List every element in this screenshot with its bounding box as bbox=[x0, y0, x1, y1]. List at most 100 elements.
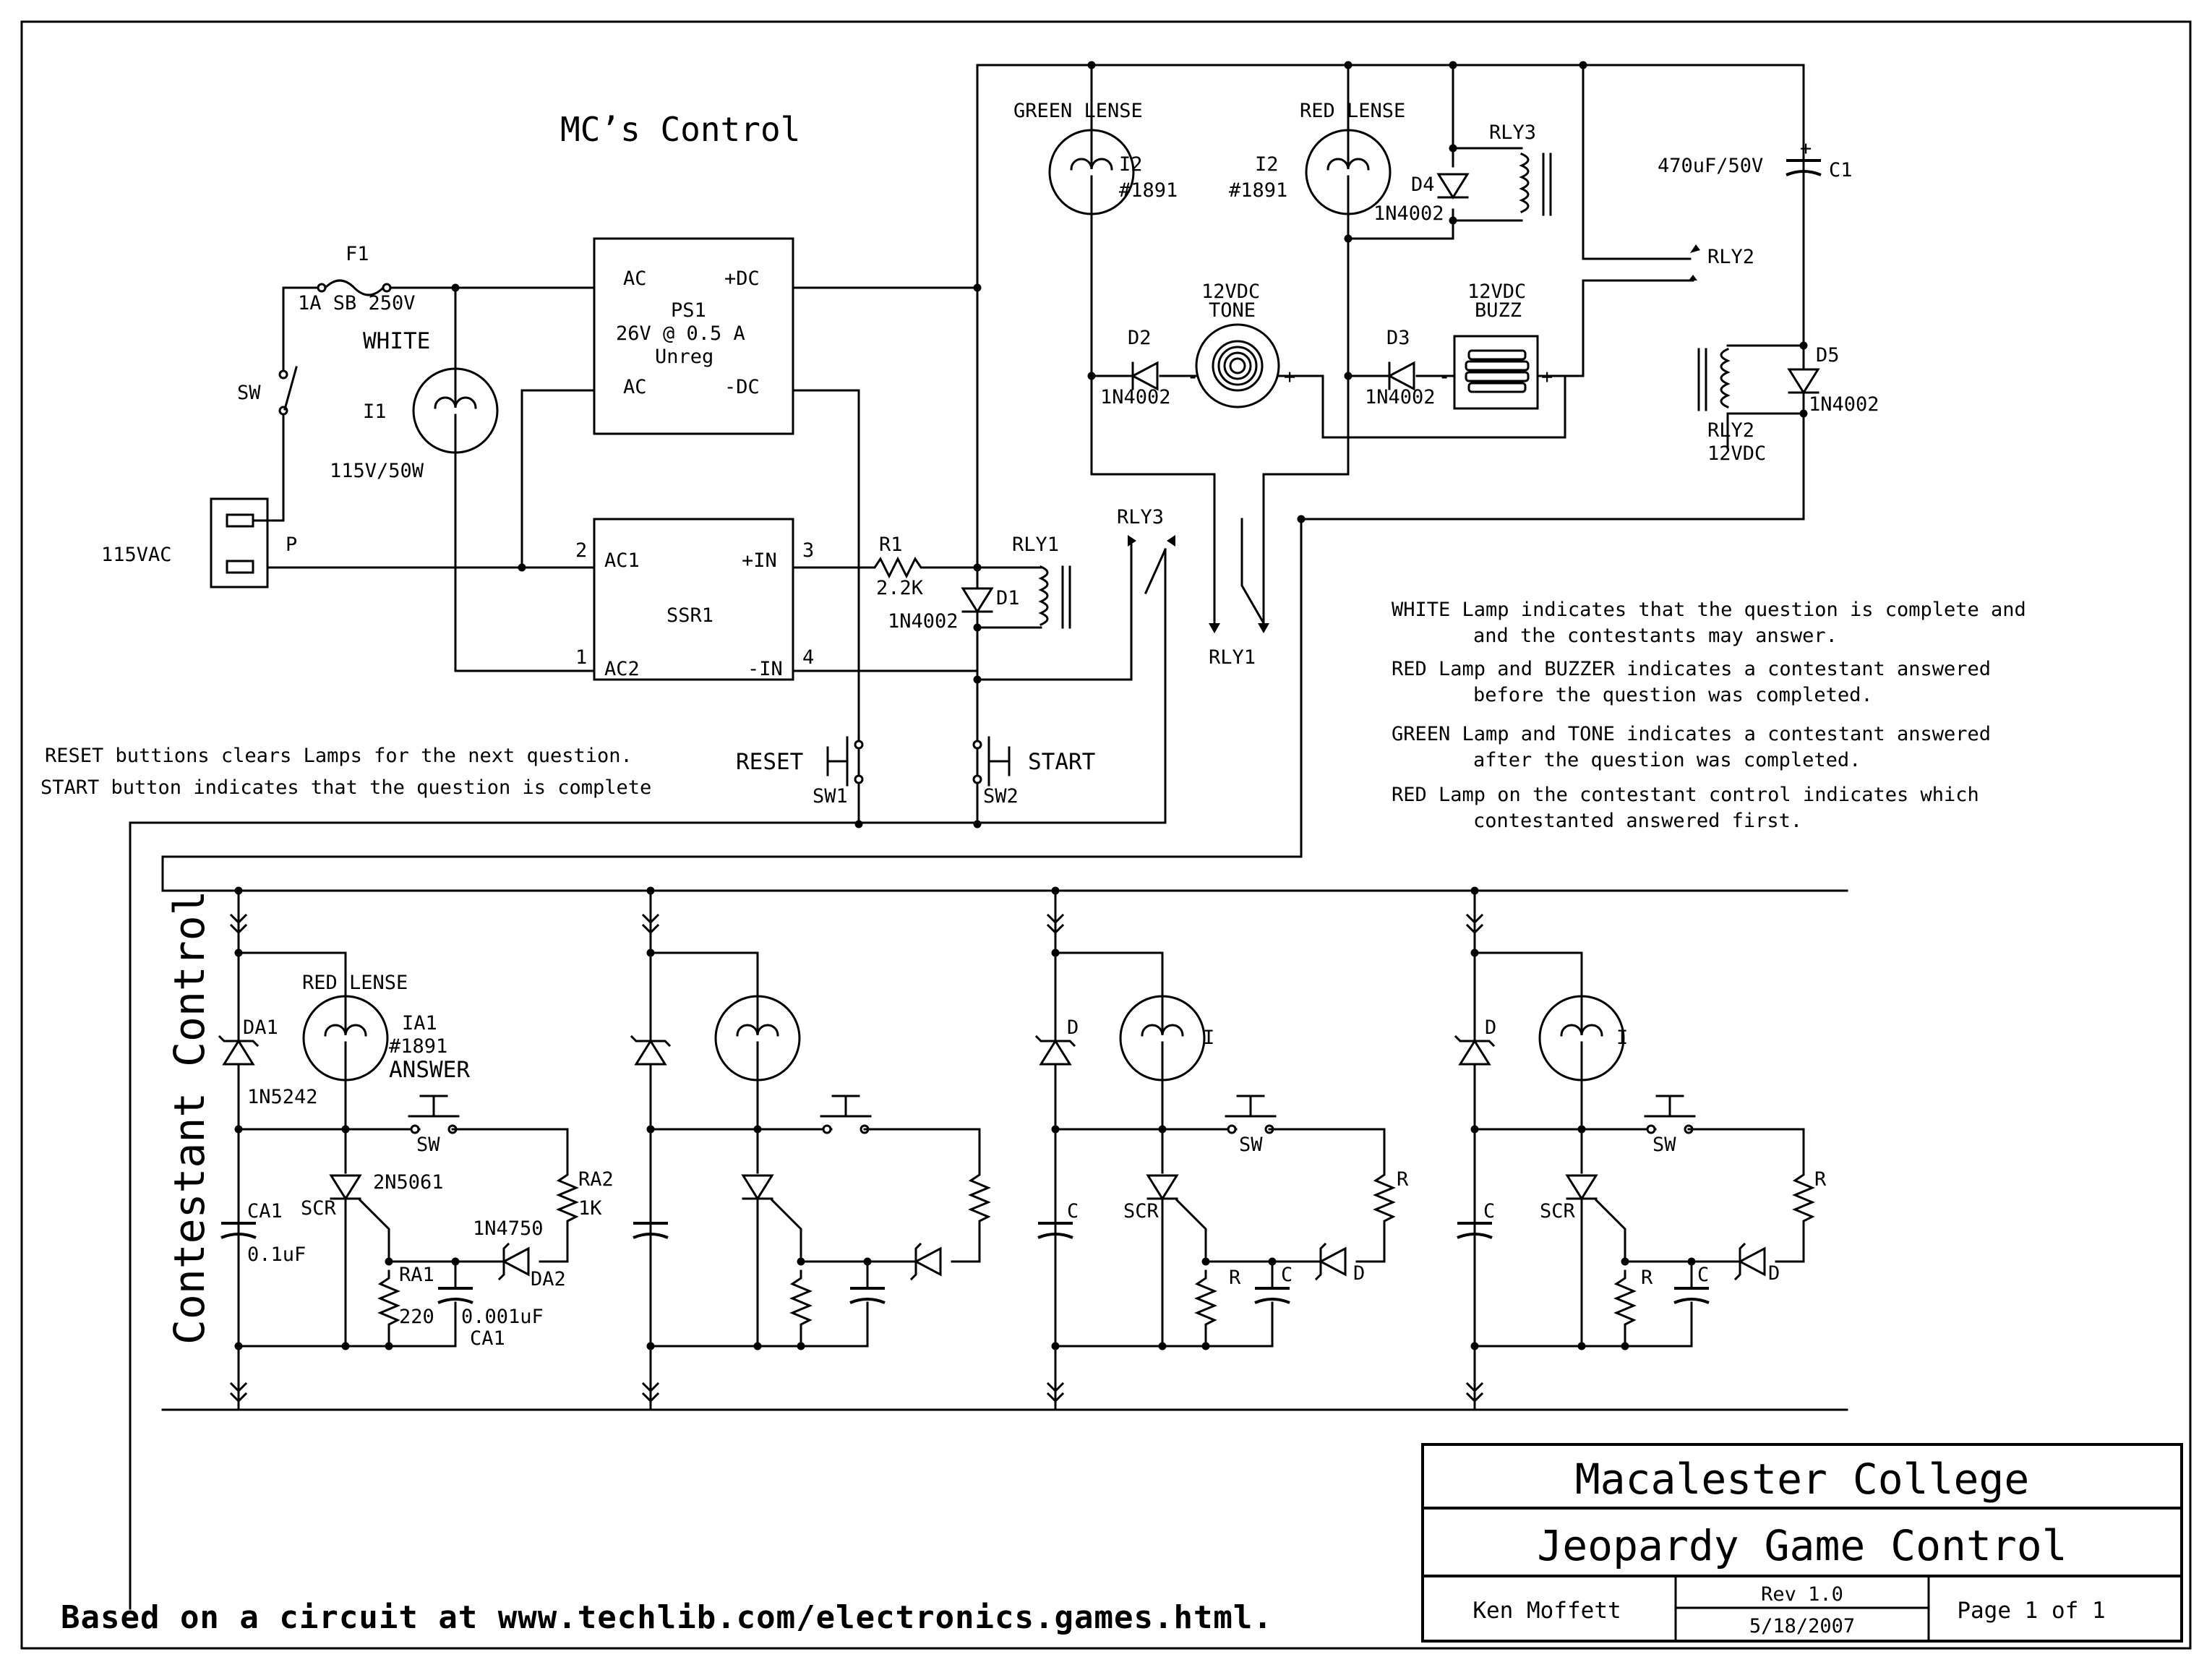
tone-icon bbox=[1195, 323, 1280, 408]
contestant-3-i: I bbox=[1203, 1027, 1214, 1049]
rly2-contact-label: RLY2 bbox=[1707, 246, 1754, 268]
note-2-line2: before the question was completed. bbox=[1473, 684, 1873, 706]
c1-ref: C1 bbox=[1829, 159, 1853, 181]
contestant-1-answer-button[interactable] bbox=[408, 1095, 460, 1134]
contestant-1-ra1-ref: RA1 bbox=[399, 1264, 434, 1286]
red-lamp-label: RED LENSE bbox=[1300, 100, 1405, 122]
contestant-3-c: C bbox=[1067, 1200, 1079, 1222]
red-lamp-part: #1891 bbox=[1229, 179, 1287, 202]
contestant-1-sw: SW bbox=[416, 1134, 440, 1156]
contestant-3-sw: SW bbox=[1239, 1134, 1263, 1156]
buzz-line2: BUZZ bbox=[1475, 299, 1522, 322]
note-3-line1: GREEN Lamp and TONE indicates a contesta… bbox=[1392, 723, 1991, 745]
contestant-unit-1 bbox=[218, 886, 578, 1411]
title-page: Page 1 of 1 bbox=[1957, 1598, 2105, 1624]
d3-part: 1N4002 bbox=[1365, 386, 1436, 408]
contestant-4-i: I bbox=[1616, 1027, 1628, 1049]
power-supply-box bbox=[593, 237, 794, 435]
title-date: 5/18/2007 bbox=[1749, 1615, 1855, 1637]
white-lamp-rating: 115V/50W bbox=[330, 460, 424, 482]
ssr-pin4: 4 bbox=[802, 646, 814, 669]
note-3-line2: after the question was completed. bbox=[1473, 749, 1861, 771]
footer-credit: Based on a circuit at www.techlib.com/el… bbox=[61, 1599, 1273, 1636]
green-lamp-label: GREEN LENSE bbox=[1013, 100, 1143, 122]
contestant-1-zener-ref: DA1 bbox=[243, 1016, 278, 1039]
red-lamp-icon bbox=[1305, 129, 1392, 215]
ac-plug bbox=[210, 497, 285, 588]
tone-line2: TONE bbox=[1209, 299, 1256, 322]
ssr-box bbox=[593, 518, 794, 681]
contestant-4-c: C bbox=[1483, 1200, 1495, 1222]
contestant-4-d: D bbox=[1485, 1016, 1496, 1039]
d3-diode-icon bbox=[1388, 361, 1415, 390]
contestant-1-lense: RED LENSE bbox=[302, 972, 408, 994]
contestant-4-sw: SW bbox=[1652, 1134, 1676, 1156]
contestant-1-zener2-ref: DA2 bbox=[531, 1268, 566, 1290]
d2-part: 1N4002 bbox=[1100, 386, 1171, 408]
contestant-4-r2: R bbox=[1814, 1168, 1827, 1191]
ps-ac1: AC bbox=[623, 267, 647, 290]
contestant-1-answer-label: ANSWER bbox=[389, 1057, 470, 1083]
contestant-1-scr-icon bbox=[330, 1174, 361, 1200]
contestant-control-heading: Contestant Control bbox=[165, 890, 214, 1345]
tone-plus: + bbox=[1284, 366, 1295, 388]
contestant-3-r: R bbox=[1229, 1267, 1241, 1289]
rly3-coil-label: RLY3 bbox=[1489, 121, 1536, 144]
start-button[interactable] bbox=[972, 736, 1011, 826]
contestant-1-zener-part: 1N5242 bbox=[247, 1086, 318, 1108]
d2-ref: D2 bbox=[1128, 327, 1152, 349]
mc-control-heading: MC’s Control bbox=[560, 110, 800, 149]
contestant-unit-3 bbox=[1035, 886, 1394, 1411]
d2-diode-icon bbox=[1131, 361, 1159, 390]
contestant-3-r2: R bbox=[1397, 1168, 1409, 1191]
ps-ref: PS1 bbox=[671, 299, 706, 322]
r1-value: 2.2K bbox=[876, 577, 924, 599]
rly2-coil-volts: 12VDC bbox=[1707, 442, 1766, 465]
rly1-coil-label: RLY1 bbox=[1012, 534, 1059, 556]
contestant-3-c2: C bbox=[1281, 1264, 1293, 1286]
d5-part: 1N4002 bbox=[1809, 393, 1879, 416]
rly1-contact-label: RLY1 bbox=[1209, 646, 1256, 669]
contestant-4-r: R bbox=[1641, 1267, 1653, 1289]
title-author: Ken Moffett bbox=[1472, 1598, 1621, 1624]
contestant-3-scr: SCR bbox=[1123, 1200, 1159, 1222]
d1-diode-icon bbox=[961, 587, 993, 613]
rly3-contact bbox=[129, 535, 1175, 1610]
c1-plus: + bbox=[1800, 137, 1812, 160]
green-lamp-ref: I2 bbox=[1119, 153, 1143, 176]
contestant-1-ra2-ref: RA2 bbox=[578, 1168, 614, 1191]
reset-button[interactable] bbox=[826, 736, 864, 826]
contestant-unit-4 bbox=[1454, 886, 1814, 1411]
reset-ref: SW1 bbox=[813, 785, 848, 808]
c1-value: 470uF/50V bbox=[1658, 155, 1763, 177]
title-rev: Rev 1.0 bbox=[1761, 1583, 1843, 1606]
contestant-4-d2: D bbox=[1768, 1262, 1780, 1285]
note-4-line1: RED Lamp on the contestant control indic… bbox=[1392, 784, 1979, 806]
note-reset: RESET buttions clears Lamps for the next… bbox=[45, 745, 633, 767]
tone-line1: 12VDC bbox=[1201, 281, 1260, 303]
ssr-ac2: AC2 bbox=[604, 658, 640, 680]
fuse-ref: F1 bbox=[346, 243, 369, 265]
white-lamp-ref: I1 bbox=[363, 401, 387, 423]
start-label: START bbox=[1028, 749, 1095, 775]
fuse bbox=[317, 279, 596, 296]
ssr-ref: SSR1 bbox=[666, 604, 713, 627]
white-lamp-icon bbox=[412, 367, 499, 454]
note-4-line2: contestanted answered first. bbox=[1473, 810, 1802, 832]
note-1-line2: and the contestants may answer. bbox=[1473, 625, 1838, 647]
notes: WHITE Lamp indicates that the question i… bbox=[1392, 599, 2026, 832]
title-org: Macalester College bbox=[1575, 1455, 2030, 1504]
contestant-1-c2-value: 0.001uF bbox=[461, 1306, 544, 1328]
sheet-border bbox=[20, 20, 2192, 1650]
ssr-pin1: 1 bbox=[575, 646, 587, 669]
note-1-line1: WHITE Lamp indicates that the question i… bbox=[1392, 599, 2026, 621]
r1-ref: R1 bbox=[879, 534, 903, 556]
rly1-coil-icon bbox=[1039, 565, 1071, 629]
d4-ref: D4 bbox=[1411, 174, 1435, 196]
ps-pos: +DC bbox=[724, 267, 760, 290]
d4-part: 1N4002 bbox=[1373, 202, 1444, 225]
rly3-contact-label: RLY3 bbox=[1117, 506, 1164, 528]
green-lamp-part: #1891 bbox=[1119, 179, 1178, 202]
rly3-coil-icon bbox=[1520, 153, 1552, 216]
contestant-1-lamp-ref: IA1 bbox=[402, 1012, 437, 1035]
